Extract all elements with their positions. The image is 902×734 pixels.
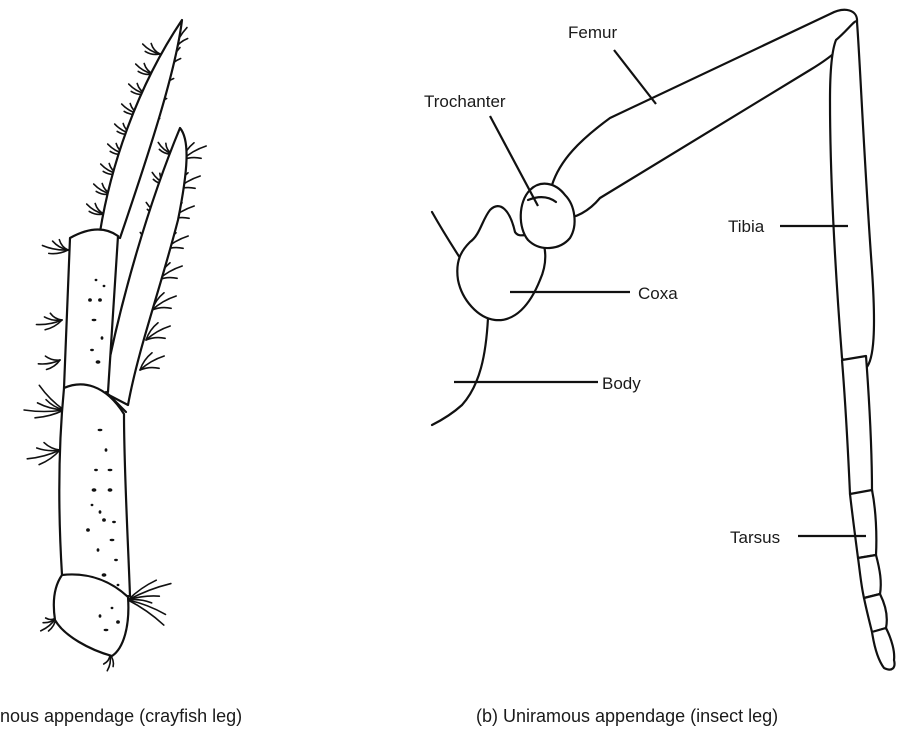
stipple-dot: [90, 349, 94, 351]
bristle: [39, 385, 64, 410]
stipple-dot: [86, 528, 90, 532]
stipple-dot: [98, 429, 103, 431]
stipple-dot: [108, 488, 113, 492]
stipple-dot: [108, 469, 113, 471]
panel-a-caption: nous appendage (crayfish leg): [0, 706, 242, 726]
stipple-dot: [111, 607, 114, 609]
insect-leg-drawing: Femur Trochanter Tibia Coxa Body Tarsus: [424, 10, 895, 670]
stipple-dot: [112, 521, 116, 523]
trochanter-leader: [490, 116, 538, 206]
stipple-dot: [105, 448, 108, 452]
tarsus-segment-3: [858, 555, 881, 598]
upper-segment: [64, 229, 118, 396]
tarsus-segment-5: [872, 628, 895, 670]
stipple-dot: [101, 336, 104, 340]
trochanter-label: Trochanter: [424, 92, 506, 111]
tarsus-segment-4: [864, 594, 887, 632]
stipple-dot: [110, 539, 115, 541]
tarsus-segment-1: [842, 356, 872, 494]
stipple-dot: [104, 629, 109, 631]
stipple-dot: [94, 469, 98, 471]
stipple-dot: [98, 298, 102, 302]
stipple-dot: [97, 548, 100, 552]
tarsus-segment-2: [850, 490, 876, 558]
femur-leader: [614, 50, 656, 104]
stipple-dot: [117, 584, 120, 586]
stipple-dot: [91, 504, 94, 506]
body-outline-lower: [432, 318, 488, 425]
stipple-dot: [99, 614, 102, 618]
stipple-dot: [92, 319, 97, 321]
stipple-dot: [114, 559, 118, 561]
stipple-dot: [102, 573, 107, 577]
stipple-dot: [116, 620, 120, 624]
body-label: Body: [602, 374, 641, 393]
tibia-label: Tibia: [728, 217, 765, 236]
body-outline: [432, 212, 460, 258]
bristle: [44, 443, 60, 450]
stipple-dot: [96, 360, 101, 364]
bristle: [104, 655, 110, 664]
stipple-dot: [92, 488, 97, 492]
crayfish-leg-drawing: [24, 20, 206, 671]
tibia-segment: [830, 21, 874, 369]
tarsus-label: Tarsus: [730, 528, 780, 547]
bristle: [45, 356, 60, 360]
stipple-dot: [102, 518, 106, 522]
coxa-label: Coxa: [638, 284, 678, 303]
bristle: [128, 600, 164, 625]
stipple-dot: [103, 285, 106, 287]
stipple-dot: [99, 510, 102, 514]
stipple-dot: [95, 279, 98, 281]
stipple-dot: [88, 298, 92, 302]
panel-b-caption: (b) Uniramous appendage (insect leg): [476, 706, 778, 726]
femur-label: Femur: [568, 23, 617, 42]
